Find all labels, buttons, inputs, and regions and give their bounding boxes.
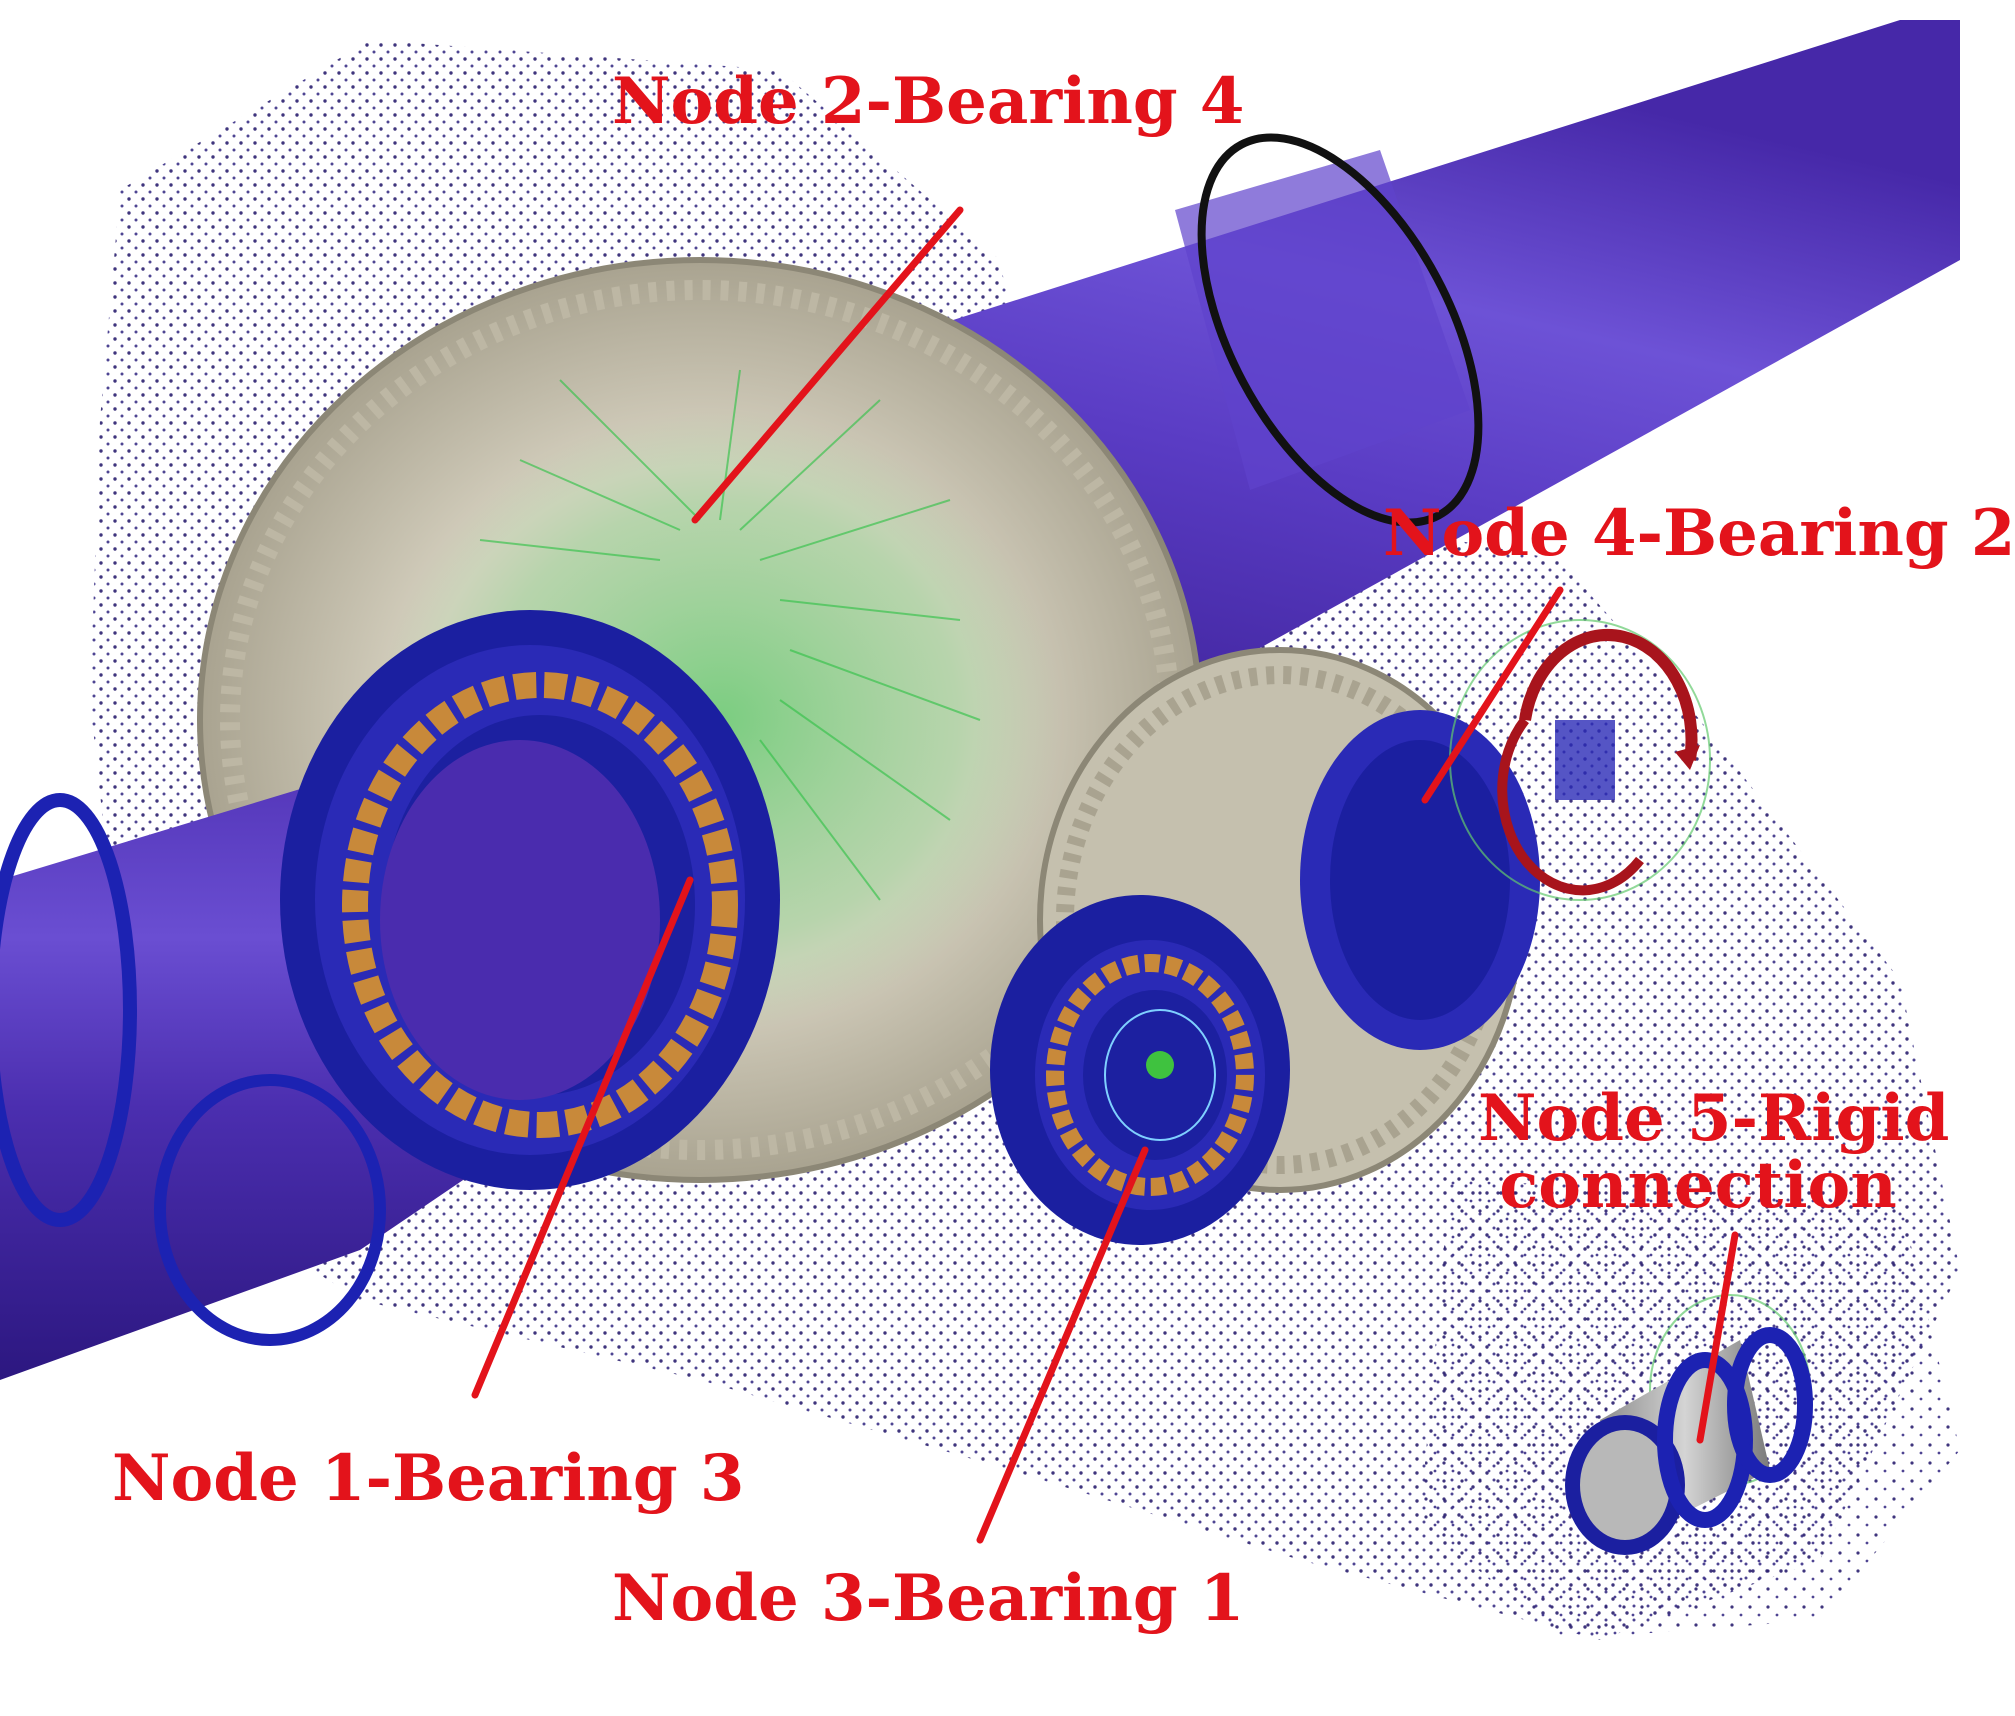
leader-line-node4 [1421, 586, 1564, 804]
bearing-2 [1449, 619, 1711, 901]
label-node5-line2: connection [1499, 1148, 1897, 1224]
left-shaft [0, 610, 780, 1380]
leader-line-node1 [471, 876, 694, 1399]
label-node3-bearing1: Node 3-Bearing 1 [612, 1561, 1245, 1636]
label-node5-rigid-connection: Node 5-Rigid connection [1478, 1081, 1950, 1224]
leader-line-node5 [1696, 1231, 1739, 1444]
rigid-connection [1565, 1294, 1813, 1555]
bearing-3-rollers [342, 672, 738, 1138]
label-node4-bearing2: Node 4-Bearing 2 [1383, 496, 2015, 571]
leader-line-node3 [976, 1146, 1149, 1544]
leader-line-node2 [691, 206, 964, 524]
shaft-rotation-ring-icon [1197, 133, 1483, 527]
leader-lines [471, 206, 1739, 1544]
label-node1-bearing3: Node 1-Bearing 3 [112, 1441, 745, 1516]
rotation-arrow-icon [1519, 628, 1698, 761]
label-node5-line1: Node 5-Rigid [1478, 1081, 1950, 1156]
label-node2-bearing4: Node 2-Bearing 4 [612, 64, 1245, 139]
bearing-1 [990, 895, 1290, 1245]
